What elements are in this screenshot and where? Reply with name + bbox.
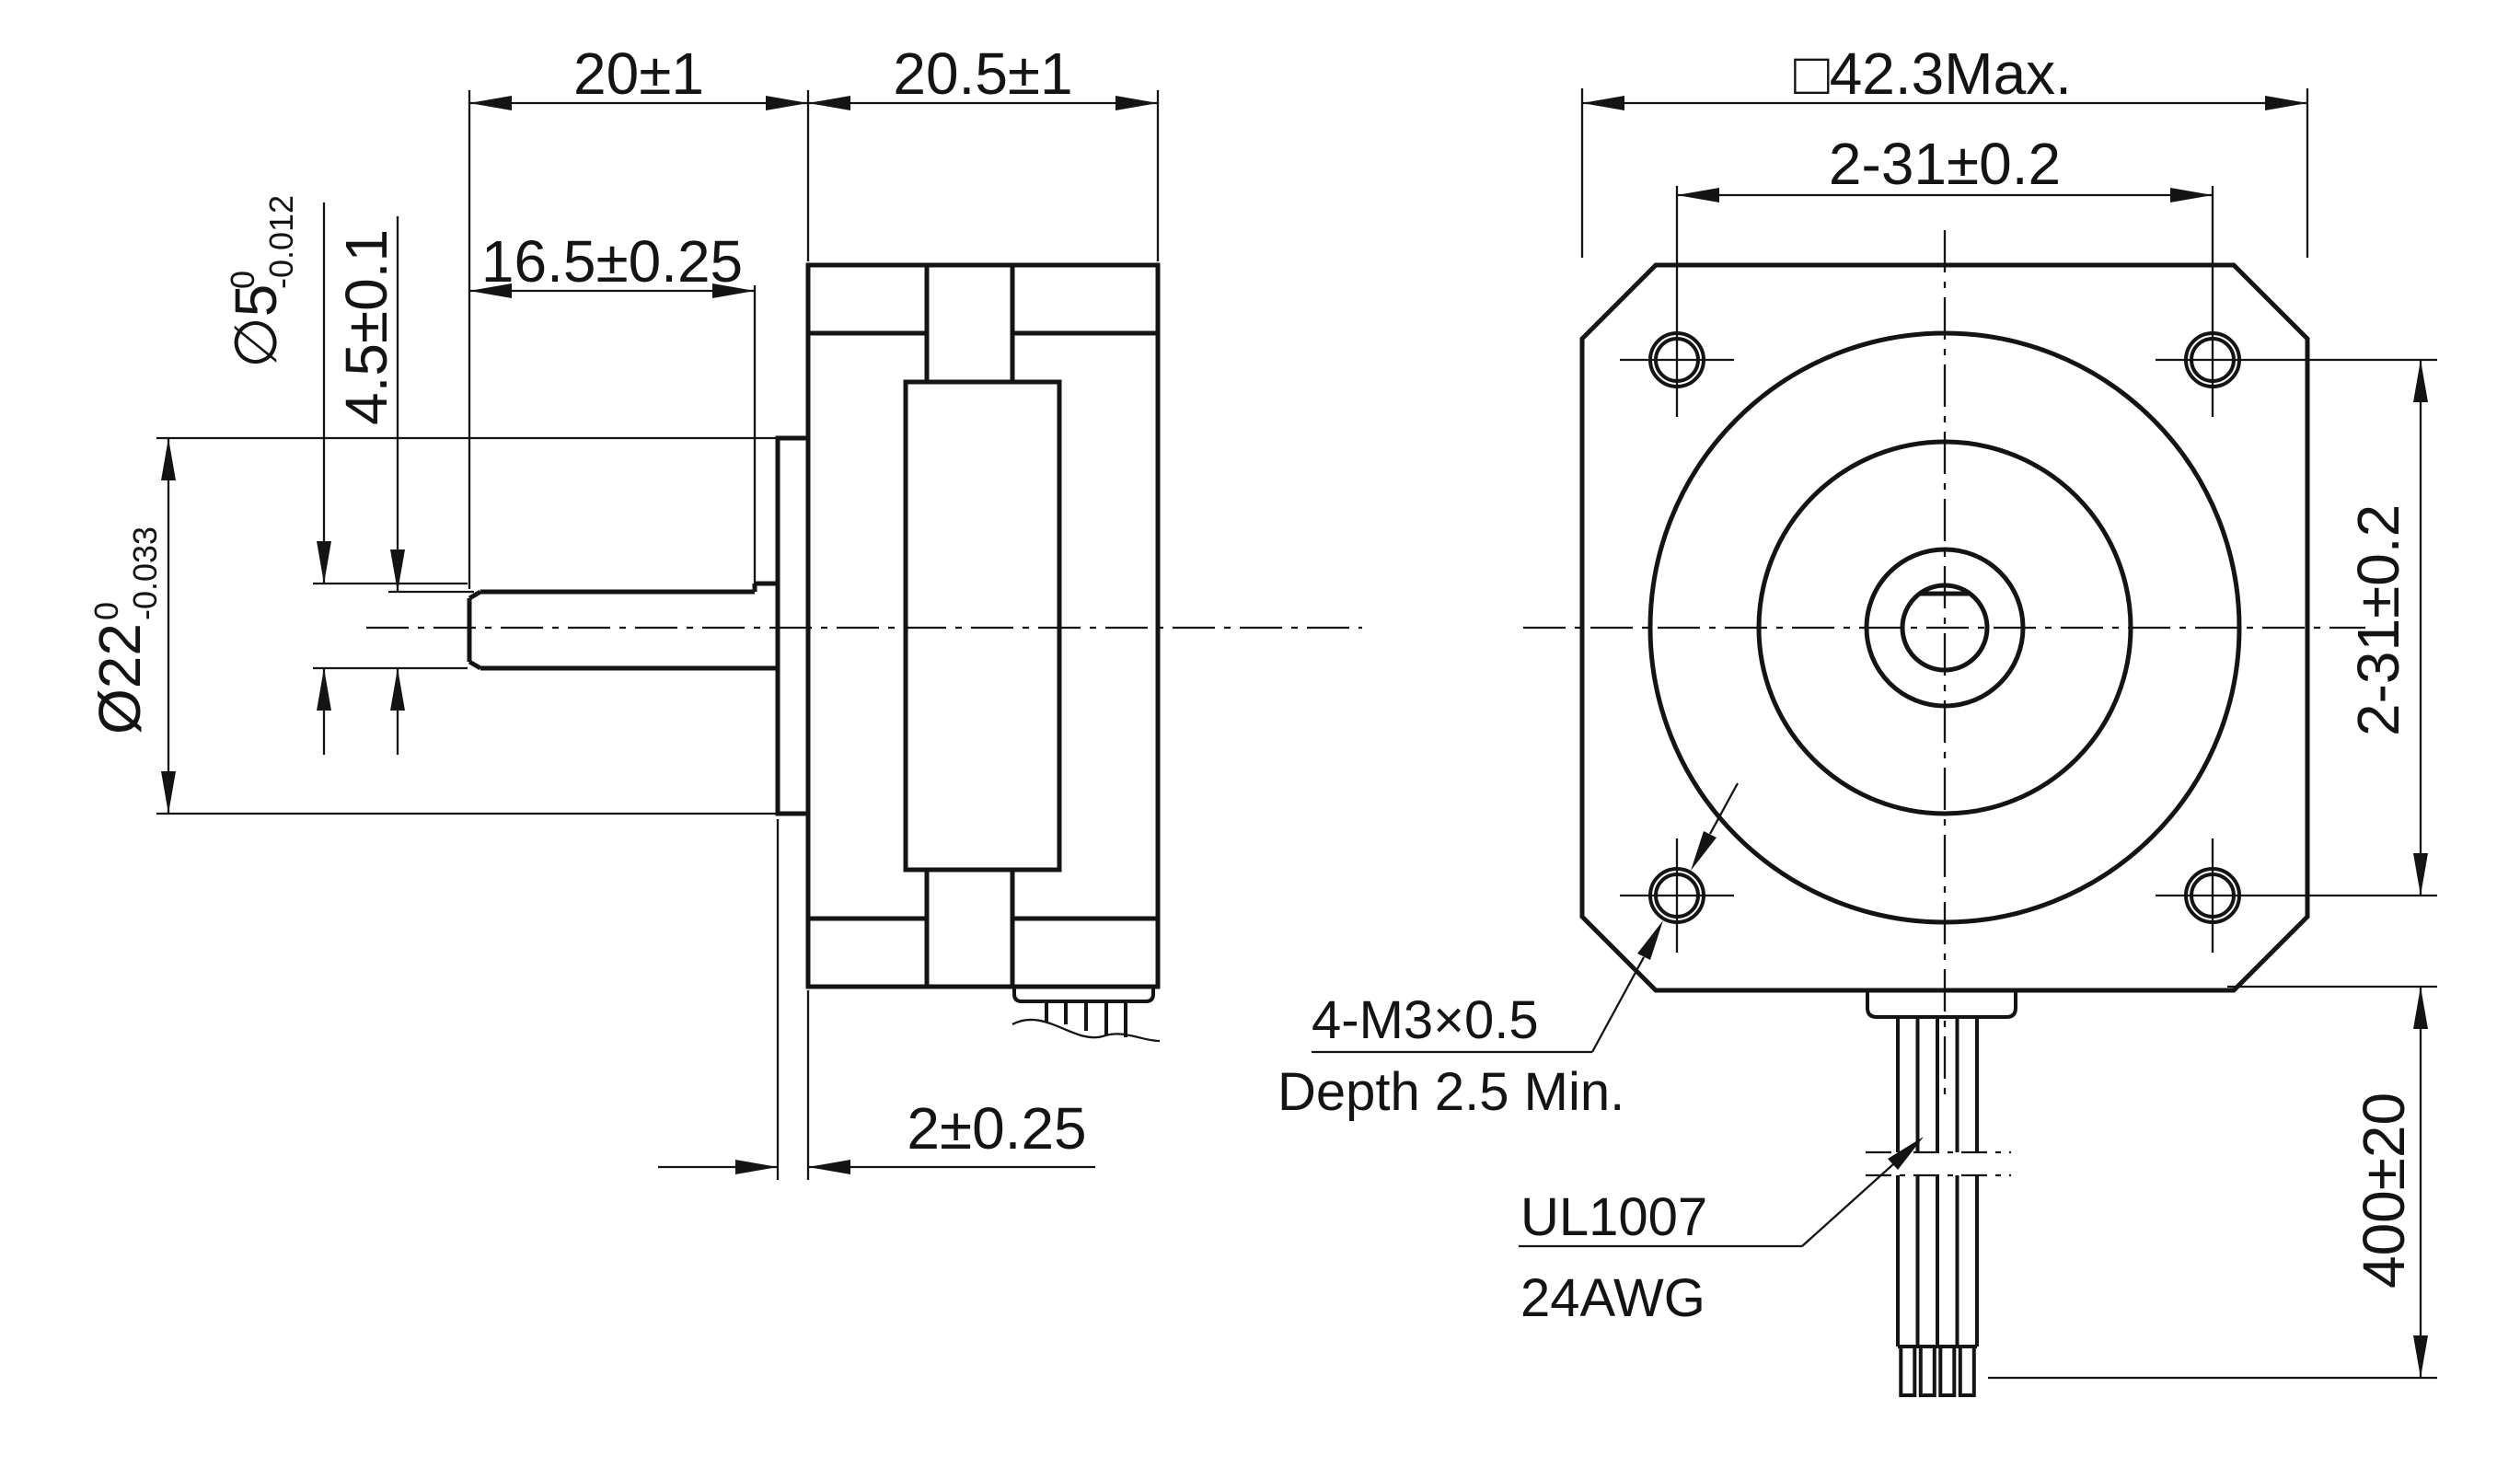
- svg-text:-0.033: -0.033: [126, 526, 164, 620]
- flat-height-label: 4.5±0.1: [333, 229, 399, 425]
- front-view: □42.3Max. 2-31±0.2 2-31±0.2: [1277, 40, 2437, 1397]
- lead-wire-end: [1899, 1345, 1917, 1397]
- dim-pilot-diameter: Ø22 0 -0.033: [87, 436, 778, 815]
- motor-body-outline: [775, 262, 1161, 989]
- lead-wire-end: [1918, 1345, 1936, 1397]
- dim-shaft-and-body-length: 20±1 20.5±1: [468, 40, 1160, 589]
- side-view: 20±1 20.5±1 16.5±0.25 ∅5 0: [87, 40, 1362, 1180]
- dim-lead-length: 400±20: [1988, 985, 2437, 1380]
- lead-callout-line1: UL1007: [1520, 1187, 1707, 1247]
- mounting-callout-line2: Depth 2.5 Min.: [1277, 1062, 1624, 1122]
- dim-shaft-length-label: 20±1: [573, 40, 704, 107]
- mounting-callout-line1: 4-M3×0.5: [1312, 990, 1539, 1050]
- lead-callout-line2: 24AWG: [1520, 1268, 1705, 1328]
- dim-shaft-diameter: ∅5 0 -0.012 4.5±0.1: [223, 195, 474, 755]
- dim-lead-length-label: 400±20: [2351, 1092, 2417, 1289]
- pilot-dia-label: Ø22 0 -0.033: [87, 526, 164, 734]
- shaft-dia-label: ∅5 0 -0.012: [223, 195, 300, 368]
- svg-text:0: 0: [224, 271, 261, 289]
- shaft-outline: [467, 581, 778, 671]
- svg-text:∅5: ∅5: [223, 284, 289, 368]
- dim-hole-spacing-vertical: 2-31±0.2: [2156, 358, 2437, 897]
- dim-flat-length-label: 16.5±0.25: [481, 228, 743, 295]
- wire-break-squiggle: [1011, 1018, 1161, 1043]
- dim-flat-length: 16.5±0.25: [469, 228, 757, 589]
- frame-outline: [1579, 262, 2310, 993]
- side-wire-exit: [1011, 987, 1161, 1043]
- front-centerlines: [1523, 230, 2365, 1095]
- dim-pilot-depth-label: 2±0.25: [907, 1095, 1086, 1162]
- dim-holes-v-label: 2-31±0.2: [2345, 504, 2411, 736]
- pilot-boss: [775, 435, 811, 816]
- dim-pilot-depth: 2±0.25: [658, 819, 1095, 1180]
- dim-body-length-label: 20.5±1: [893, 40, 1072, 107]
- svg-text:4.5±0.1: 4.5±0.1: [333, 229, 399, 425]
- svg-text:Ø22: Ø22: [87, 623, 153, 734]
- front-wire-exit: [1866, 990, 2017, 1397]
- mounting-hole-callout: 4-M3×0.5 Depth 2.5 Min.: [1277, 782, 1740, 1122]
- lead-wire-end: [1958, 1345, 1976, 1397]
- rotor-section: [903, 379, 1062, 873]
- lead-wire-callout: UL1007 24AWG: [1519, 1137, 1924, 1328]
- mounting-holes: [1620, 331, 2241, 953]
- svg-text:0: 0: [87, 602, 125, 620]
- dim-holes-h-label: 2-31±0.2: [1829, 131, 2061, 197]
- lead-wire-end: [1938, 1345, 1957, 1397]
- dim-hole-spacing-horizontal: 2-31±0.2: [1675, 131, 2214, 417]
- dim-frame-size: □42.3Max.: [1580, 40, 2309, 258]
- dim-frame-label: □42.3Max.: [1794, 40, 2072, 107]
- svg-text:-0.012: -0.012: [262, 195, 300, 289]
